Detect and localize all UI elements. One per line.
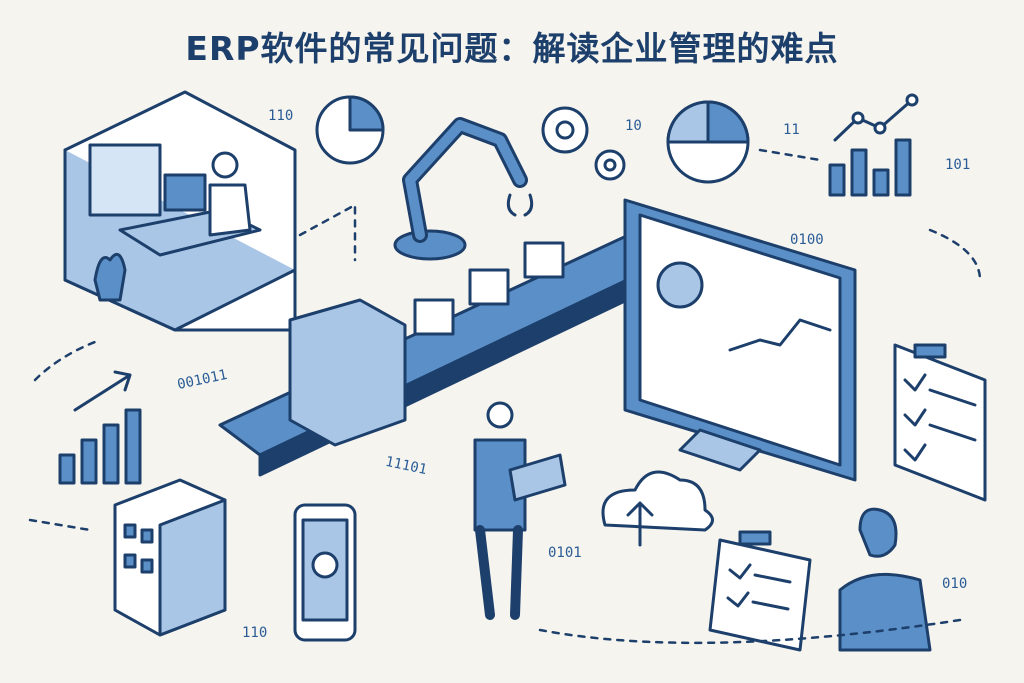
binary-label: 0100 [790,232,824,248]
conveyor-belt-icon [218,223,692,477]
binary-label: 010 [942,576,968,592]
page-title: ERP软件的常见问题：解读企业管理的难点 [185,29,839,68]
gear-icon [541,106,626,181]
smartphone-icon [293,503,357,642]
cloud-upload-icon [601,470,714,547]
robot-arm-icon [393,117,534,261]
woman-clipboard-icon [708,507,932,652]
building-icon [113,478,227,637]
bar-chart-icon [828,93,919,197]
binary-label: 110 [268,108,294,124]
binary-label: 10 [625,118,642,134]
binary-label: 110 [242,625,268,641]
binary-label: 0101 [548,545,582,561]
checklist-icon [893,343,987,502]
binary-label: 101 [945,157,971,173]
office-worker-icon [63,90,297,332]
pie-chart-icon [315,95,385,165]
monitor-dashboard-icon [623,198,857,482]
businessman-icon [473,401,567,620]
binary-label: 11 [783,122,800,138]
pie-chart-icon [666,100,750,184]
growth-chart-icon [58,370,142,485]
